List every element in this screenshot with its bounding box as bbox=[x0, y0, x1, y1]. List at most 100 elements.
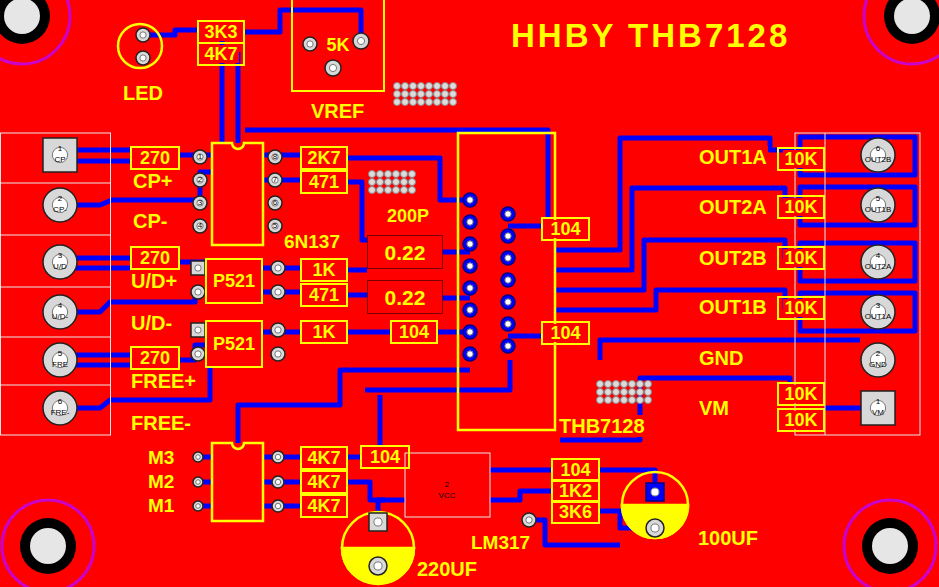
pad-ring bbox=[272, 500, 284, 512]
pad-hole bbox=[357, 37, 364, 44]
part-value: 104 bbox=[549, 324, 581, 342]
via bbox=[393, 179, 400, 186]
resistor-label-box: 3K6 bbox=[551, 500, 600, 524]
pad-hole bbox=[467, 329, 473, 335]
pad-ring bbox=[271, 261, 285, 275]
trace bbox=[348, 182, 367, 240]
pad-hole bbox=[195, 351, 201, 357]
via bbox=[385, 187, 392, 194]
solder-pad bbox=[191, 323, 205, 337]
ic-outline bbox=[212, 443, 263, 521]
via bbox=[629, 381, 636, 388]
pad-hole bbox=[651, 488, 659, 496]
optocoupler-outline: P521 bbox=[205, 258, 263, 304]
pad-ring bbox=[861, 245, 895, 279]
solder-pad bbox=[353, 33, 369, 49]
via bbox=[418, 91, 425, 98]
trimpot-outline: 5K bbox=[291, 0, 385, 92]
part-value: 104 bbox=[369, 448, 401, 466]
pad-hole bbox=[197, 200, 203, 206]
solder-pad bbox=[501, 273, 515, 287]
pad-hole bbox=[374, 562, 382, 570]
pad-hole bbox=[329, 64, 336, 71]
solder-pad bbox=[861, 343, 895, 377]
pad-hole bbox=[140, 55, 146, 61]
part-value: 471 bbox=[308, 286, 340, 304]
solder-pad bbox=[191, 347, 205, 361]
pin-label: 2 bbox=[58, 195, 62, 203]
resistor-label-box: 471 bbox=[300, 170, 348, 194]
via bbox=[629, 389, 636, 396]
mounting-hole bbox=[30, 528, 66, 564]
pad-ring bbox=[463, 237, 477, 251]
hole-keepout bbox=[0, 0, 70, 64]
solder-pad bbox=[861, 188, 895, 222]
pad-ring bbox=[501, 317, 515, 331]
trace bbox=[263, 330, 470, 335]
resistor-label-box: 4K7 bbox=[300, 470, 348, 494]
pad-ring bbox=[271, 285, 285, 299]
pad-hole bbox=[467, 263, 473, 269]
pin-label: 7 bbox=[273, 176, 277, 184]
silkscreen-label: GND bbox=[698, 347, 744, 369]
solder-pad bbox=[272, 500, 284, 512]
silkscreen-label: VM bbox=[698, 397, 730, 419]
trace bbox=[365, 360, 510, 390]
solder-pad bbox=[501, 251, 515, 265]
pin-label: 3 bbox=[198, 199, 202, 207]
pad-ring bbox=[861, 295, 895, 329]
pad-hole bbox=[467, 241, 473, 247]
part-value: 104 bbox=[398, 323, 430, 341]
via bbox=[377, 187, 384, 194]
mounting-hole bbox=[4, 0, 40, 34]
via bbox=[637, 381, 644, 388]
pad-ring bbox=[369, 557, 387, 575]
pad-ring bbox=[522, 513, 536, 527]
solder-pad bbox=[271, 323, 285, 337]
resistor-label-box: 104 bbox=[541, 217, 590, 241]
resistor-label-box: 1K bbox=[300, 320, 348, 344]
pad-hole bbox=[467, 285, 473, 291]
pin-label: 4 bbox=[876, 252, 880, 260]
pad-hole bbox=[272, 177, 278, 183]
hole-ring bbox=[884, 0, 939, 44]
via bbox=[369, 171, 376, 178]
solder-pad bbox=[193, 477, 203, 487]
pad-hole bbox=[467, 197, 473, 203]
pad-ring bbox=[271, 347, 285, 361]
pad-square bbox=[191, 323, 205, 337]
silkscreen-label: OUT1A bbox=[698, 146, 768, 168]
pin-label: U/D- bbox=[52, 313, 68, 321]
pad-hole bbox=[467, 307, 473, 313]
pad-ring bbox=[193, 150, 207, 164]
mounting-hole bbox=[872, 528, 908, 564]
pin-label: 1 bbox=[58, 145, 62, 153]
hole-keepout bbox=[864, 0, 939, 64]
pad-hole bbox=[196, 504, 201, 509]
pad-ring bbox=[646, 519, 664, 537]
via bbox=[418, 99, 425, 106]
led-outline bbox=[118, 24, 162, 68]
pad-ring bbox=[325, 60, 341, 76]
pad-ring bbox=[463, 193, 477, 207]
silkscreen-label: FREE- bbox=[130, 412, 192, 434]
via bbox=[401, 179, 408, 186]
part-value: 4K7 bbox=[203, 45, 238, 63]
solder-pad bbox=[191, 285, 205, 299]
silkscreen-label: M3 bbox=[147, 448, 175, 469]
solder-pad bbox=[193, 173, 207, 187]
via bbox=[426, 83, 433, 90]
silkscreen-label: CP+ bbox=[132, 170, 173, 192]
via bbox=[442, 83, 449, 90]
hole-keepout bbox=[844, 500, 936, 587]
regulator-outline bbox=[405, 453, 490, 517]
via bbox=[442, 99, 449, 106]
solder-pad bbox=[463, 281, 477, 295]
silkscreen-label: THB7128 bbox=[558, 415, 646, 437]
via bbox=[645, 381, 652, 388]
solder-pad bbox=[501, 317, 515, 331]
pad-ring bbox=[501, 339, 515, 353]
pin-label: FRE- bbox=[51, 409, 70, 417]
solder-pad bbox=[268, 219, 282, 233]
